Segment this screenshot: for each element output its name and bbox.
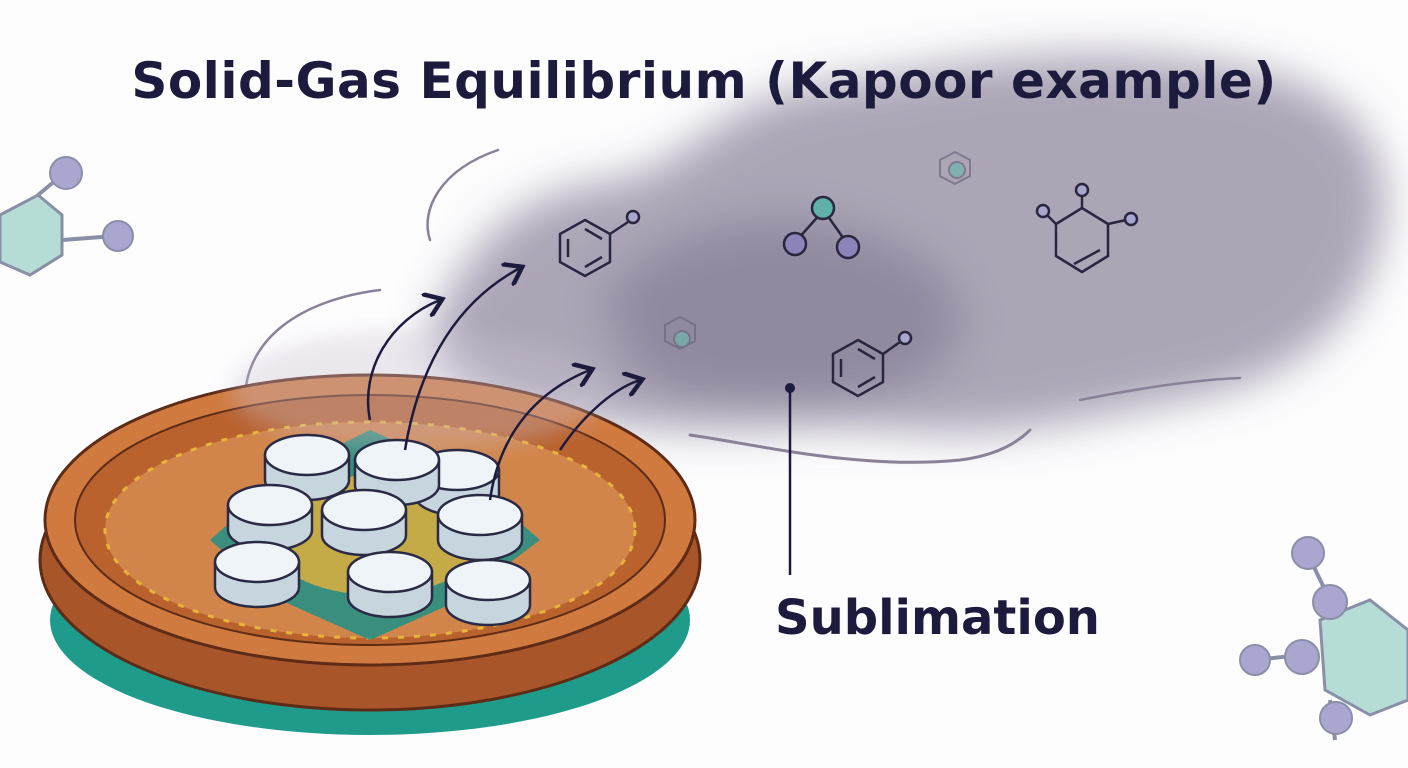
tablet — [226, 483, 314, 552]
triatomic-molecule-icon — [782, 195, 861, 260]
tablet — [213, 540, 301, 609]
molecule-decoration-bottom-right — [1239, 536, 1408, 741]
sublimation-arrows — [366, 268, 640, 501]
faint-molecule-icon — [664, 150, 971, 351]
benzene-molecule-icon-lower — [831, 330, 913, 398]
page-title: Solid-Gas Equilibrium (Kapoor example) — [131, 52, 1277, 110]
molecule-decoration-top-left — [0, 156, 134, 277]
vapor-cloud — [430, 54, 1385, 433]
tablet — [320, 488, 408, 557]
cyclohexene-molecule-icon — [1035, 182, 1139, 274]
sublimation-pointer — [785, 383, 795, 575]
tablet — [346, 550, 434, 619]
camphor-tablets — [213, 433, 532, 627]
sublimation-label: Sublimation — [775, 590, 1100, 646]
tablet — [444, 558, 532, 627]
benzene-molecule-icon — [558, 209, 641, 278]
tablet — [436, 493, 524, 562]
